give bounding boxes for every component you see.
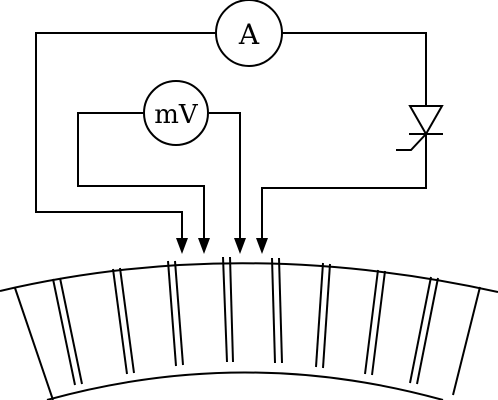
thyristor-icon (396, 89, 444, 151)
probe-arrow-current-left (176, 238, 188, 254)
commutator-inner-arc (46, 371, 444, 400)
millivoltmeter-label: mV (154, 100, 199, 130)
commutator-outer-arc (0, 262, 498, 293)
probe-arrows (176, 238, 268, 254)
probe-arrow-voltage-left (198, 238, 210, 254)
voltage-loop-wire (77, 112, 241, 250)
probe-arrow-current-right (256, 238, 268, 254)
commutator (0, 256, 498, 400)
ammeter-label: A (238, 18, 260, 51)
ammeter: A (215, 0, 283, 67)
millivoltmeter: mV (143, 80, 209, 146)
current-loop-wire (35, 32, 427, 250)
probe-arrow-voltage-right (234, 238, 246, 254)
commutator-segment-lines (14, 256, 481, 400)
